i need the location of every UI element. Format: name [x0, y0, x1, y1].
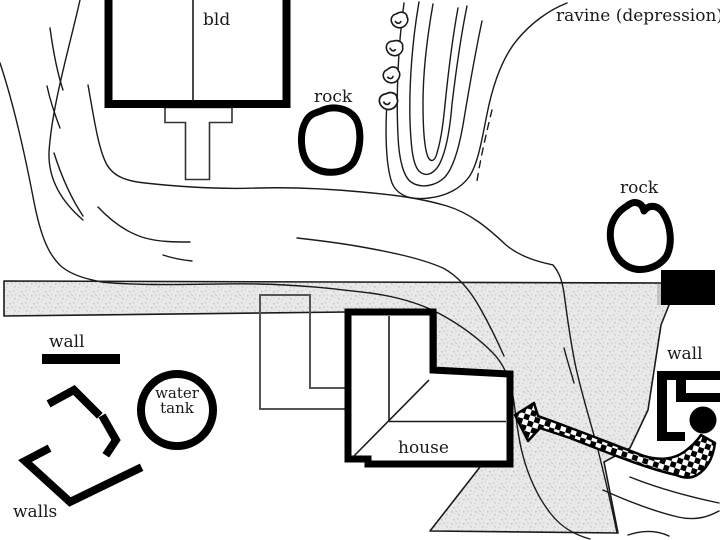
- house-roof-lines: [352, 316, 506, 458]
- terrain-slope-and-road: [3, 280, 672, 534]
- building-annex: [164, 106, 233, 181]
- label-house: house: [398, 438, 449, 458]
- house-building: [344, 308, 514, 468]
- label-water-tank: water tank: [155, 384, 199, 417]
- label-wall-left: wall: [49, 332, 85, 352]
- route-arrow: [513, 401, 717, 479]
- label-walls: walls: [13, 502, 58, 522]
- label-wall-right: wall: [667, 344, 703, 364]
- building-bld: [104, 0, 291, 108]
- rock-top-blob: [298, 104, 364, 176]
- stone-blobs: [378, 11, 409, 111]
- ravine-contours: [385, 1, 568, 200]
- walls-sw-segments: [18, 385, 144, 507]
- water-tank-circle: [137, 370, 217, 450]
- label-bld: bld: [203, 10, 231, 30]
- wall-left-bar: [42, 354, 120, 364]
- rock-right-blob: [606, 199, 674, 273]
- wall-right-segments: [657, 371, 720, 441]
- label-ravine: ravine (depression): [556, 6, 720, 26]
- black-structure: [661, 270, 715, 305]
- label-rock-right: rock: [620, 178, 659, 198]
- label-rock-top: rock: [314, 87, 353, 107]
- round-feature: [689, 406, 717, 434]
